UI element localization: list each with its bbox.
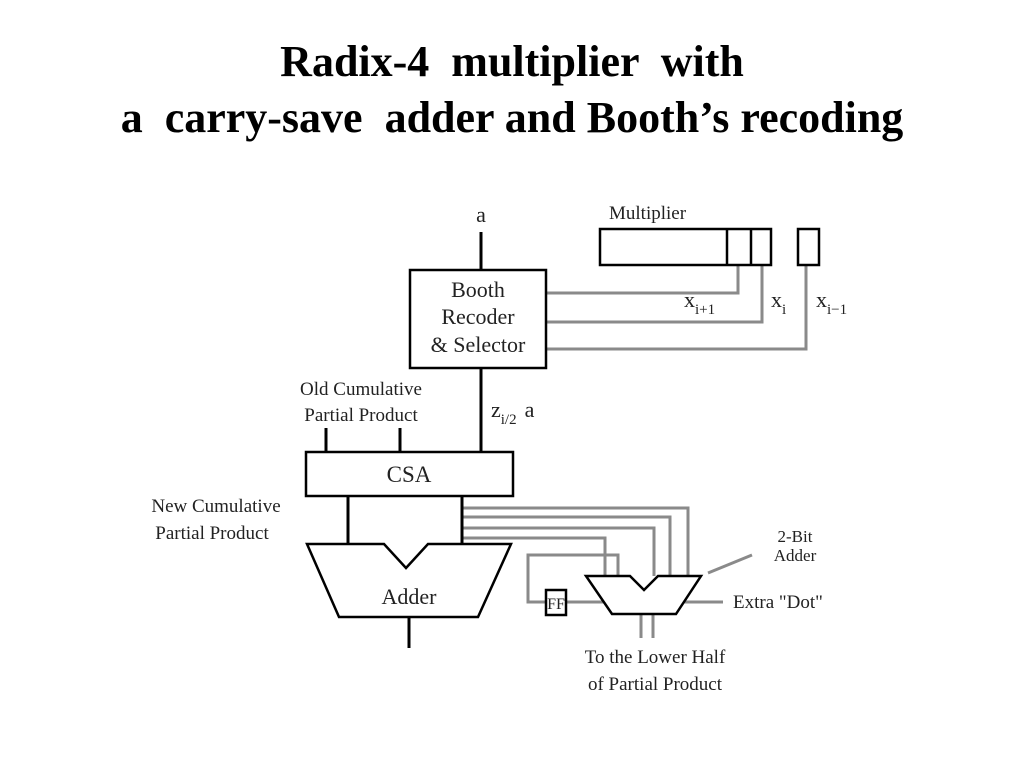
booth-recoder-box: [408, 268, 548, 370]
wire-csa-to-2bit-1: [462, 506, 690, 576]
csa-box: [304, 450, 515, 498]
two-bit-adder-label-1: 2-Bit: [778, 527, 813, 546]
two-bit-adder-shape: [583, 574, 704, 616]
title-line-2: a carry-save adder and Booth’s recoding: [120, 93, 904, 142]
wire-x-i: [546, 265, 764, 324]
ff-box: [544, 588, 568, 617]
csa-label: CSA: [387, 462, 432, 487]
x-i-label: xi: [771, 287, 786, 318]
wire-2bit-pointer: [707, 553, 753, 575]
wire-x-i-plus-1: [546, 265, 740, 295]
booth-label-1: Booth: [451, 277, 505, 302]
old-cumulative-label-1: Old Cumulative: [300, 379, 422, 400]
gray-wires: [462, 265, 808, 638]
booth-label-3: & Selector: [431, 332, 526, 357]
black-wires: [324, 232, 483, 648]
x-i-plus-1-label: xi+1: [684, 287, 715, 318]
lower-half-label-1: To the Lower Half: [585, 647, 726, 668]
wire-csa-to-2bit-4: [462, 536, 607, 576]
wire-loop-to-ff: [526, 553, 620, 604]
booth-label-2: Recoder: [441, 304, 515, 329]
components: [304, 227, 821, 619]
adder-shape: [305, 542, 513, 619]
multiplier-label: Multiplier: [609, 203, 687, 224]
wire-csa-to-2bit-2: [462, 515, 672, 576]
title-line-1: Radix-4 multiplier with: [280, 37, 744, 86]
two-bit-adder-label-2: Adder: [774, 546, 817, 565]
ff-label: FF: [547, 596, 565, 613]
multiplier-register: [598, 227, 773, 267]
register-dividers: [725, 229, 753, 265]
new-cumulative-label-1: New Cumulative: [151, 496, 280, 517]
wire-x-i-minus-1: [546, 265, 808, 351]
slide-title: Radix-4 multiplier with a carry-save add…: [0, 34, 1024, 146]
old-cumulative-label-2: Partial Product: [304, 405, 418, 426]
new-cumulative-label-2: Partial Product: [155, 523, 269, 544]
adder-label: Adder: [382, 584, 438, 609]
multiplier-extra-bit: [796, 227, 821, 267]
input-a-label: a: [476, 202, 486, 227]
lower-half-label-2: of Partial Product: [588, 674, 723, 695]
extra-dot-label: Extra "Dot": [733, 592, 823, 613]
wire-csa-to-2bit-3: [462, 526, 656, 576]
x-i-minus-1-label: xi−1: [816, 287, 847, 318]
